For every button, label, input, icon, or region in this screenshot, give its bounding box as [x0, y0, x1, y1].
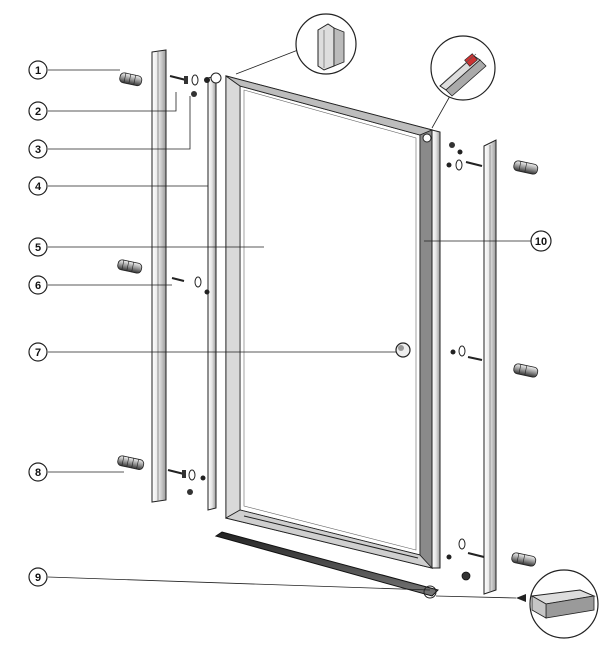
screw-set-left-bottom	[167, 469, 206, 495]
screw-set-right-top	[446, 142, 483, 171]
callout-4: 4	[28, 176, 48, 196]
detail-bubble-magnet-profile	[430, 35, 496, 129]
wall-plug-left-bottom	[117, 455, 145, 470]
callout-1: 1	[28, 60, 48, 80]
detail-bubble-bottom-sweep	[423, 569, 599, 639]
callout-3-label: 3	[35, 144, 41, 156]
wall-plug-right-middle	[513, 363, 539, 378]
callout-9-label: 9	[35, 572, 41, 584]
callout-7-label: 7	[35, 347, 41, 359]
left-wall-profile	[151, 49, 167, 503]
callout-1-label: 1	[35, 65, 41, 77]
door-handle	[395, 342, 411, 358]
detail-bubble-top-seal	[235, 13, 357, 75]
wall-plug-left-top	[119, 72, 143, 87]
leader-lines	[47, 69, 532, 591]
callout-2: 2	[28, 101, 48, 121]
wall-plug-right-bottom	[511, 552, 537, 567]
callout-2-label: 2	[35, 106, 41, 118]
callout-10-label: 10	[535, 236, 547, 248]
screw-set-left-top	[169, 74, 210, 97]
callout-8-label: 8	[35, 467, 41, 479]
callout-9: 9	[28, 567, 48, 587]
wall-plug-left-middle	[117, 259, 143, 274]
callout-6-label: 6	[35, 280, 41, 292]
callout-5: 5	[28, 237, 48, 257]
callout-4-label: 4	[35, 181, 42, 193]
callout-10: 10	[530, 230, 552, 252]
wall-plug-right-top	[513, 160, 539, 175]
right-door-profile	[431, 129, 441, 569]
right-wall-profile	[483, 139, 497, 595]
screw-set-right-bottom	[446, 538, 485, 581]
door-panel	[210, 72, 434, 570]
callout-8: 8	[28, 462, 48, 482]
screw-set-left-middle	[171, 276, 210, 295]
callout-6: 6	[28, 275, 48, 295]
bottom-sweep-seal	[214, 531, 439, 597]
callout-5-label: 5	[35, 242, 41, 254]
callout-7: 7	[28, 342, 48, 362]
screw-set-right-middle	[450, 345, 483, 361]
callout-3: 3	[28, 139, 48, 159]
